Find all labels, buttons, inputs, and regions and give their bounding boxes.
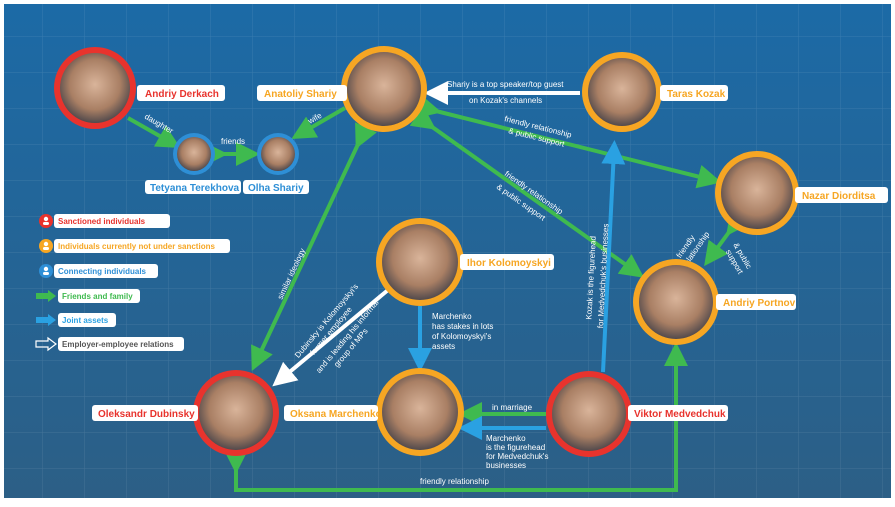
edge-label-kozak-1: Shariy is a top speaker/top guest (447, 80, 564, 89)
legend: Sanctioned individuals Individuals curre… (35, 214, 230, 352)
node-diorditsa[interactable]: Nazar Diorditsa (715, 151, 888, 235)
portrait-photo (382, 224, 458, 300)
portrait-photo (588, 58, 656, 126)
name-label: Olha Shariy (248, 183, 304, 194)
name-label: Oksana Marchenko (290, 409, 382, 420)
edge-label-kozak-2: on Kozak's channels (469, 96, 542, 105)
name-label: Andriy Derkach (145, 89, 219, 100)
legend-employer: Employer-employee relations (35, 336, 184, 352)
legend-label: Connecting individuals (58, 267, 147, 276)
edge-label-friends: friends (221, 137, 245, 146)
legend-joint: Joint assets (36, 313, 116, 327)
legend-connecting: Connecting individuals (39, 264, 158, 278)
node-dubinsky[interactable]: Oleksandr Dubinsky (92, 370, 279, 456)
portrait-photo (552, 377, 626, 451)
edge-label-march-4: assets (432, 342, 455, 351)
node-kozak[interactable]: Taras Kozak (582, 52, 728, 132)
legend-label: Employer-employee relations (62, 340, 174, 349)
node-portnov[interactable]: Andriy Portnov (633, 259, 796, 345)
portrait-photo (261, 137, 295, 171)
node-derkach[interactable]: Andriy Derkach (54, 47, 225, 129)
name-label: Tetyana Terekhova (150, 183, 240, 194)
edge-label-march-2: has stakes in lots (432, 322, 493, 331)
legend-label: Friends and family (62, 292, 133, 301)
node-medvedchuk[interactable]: Viktor Medvedchuk (546, 371, 728, 457)
legend-label: Sanctioned individuals (58, 217, 146, 226)
name-label: Taras Kozak (667, 89, 726, 100)
edge-label-mfig-4: businesses (486, 461, 526, 470)
edge-label-bottom-friendly: friendly relationship (420, 477, 489, 486)
legend-label: Individuals currently not under sanction… (58, 242, 215, 251)
name-label: Anatoliy Shariy (264, 89, 337, 100)
portrait-photo (60, 53, 130, 123)
edge-label-march-3: of Kolomoyskyi's (432, 332, 491, 341)
nodes: Andriy Derkach Anatoliy Shariy Taras Koz… (54, 46, 888, 457)
node-olha[interactable]: Olha Shariy (243, 133, 309, 194)
portrait-photo (347, 52, 421, 126)
edge-label-march-1: Marchenko (432, 312, 472, 321)
portrait-photo (382, 374, 458, 450)
legend-friends: Friends and family (36, 289, 140, 303)
node-shariy[interactable]: Anatoliy Shariy (257, 46, 427, 132)
portrait-photo (721, 157, 793, 229)
name-label: Andriy Portnov (723, 298, 796, 309)
edge-labels: daughter friends wife Shariy is a top sp… (143, 80, 753, 486)
edge-label-mfig-3: for Medvedchuk's (486, 452, 548, 461)
edge-label-in-marriage: in marriage (492, 403, 533, 412)
legend-label: Joint assets (62, 316, 109, 325)
name-label: Viktor Medvedchuk (634, 409, 726, 420)
portrait-photo (199, 376, 273, 450)
legend-not-sanctioned: Individuals currently not under sanction… (39, 239, 230, 253)
node-kolomoyskyi[interactable]: Ihor Kolomoyskyi (376, 218, 554, 306)
edge-label-mfig-2: is the figurehead (486, 443, 545, 452)
legend-sanctioned: Sanctioned individuals (39, 214, 170, 228)
name-label: Oleksandr Dubinsky (98, 409, 195, 420)
edge-label-mfig-1: Marchenko (486, 434, 526, 443)
portrait-photo (177, 137, 211, 171)
node-marchenko[interactable]: Oksana Marchenko (284, 368, 464, 456)
name-label: Nazar Diorditsa (802, 191, 876, 202)
edge-label-kozfig-1: Kozak is the figurehead (584, 236, 597, 320)
name-label: Ihor Kolomoyskyi (467, 258, 551, 269)
portrait-photo (639, 265, 713, 339)
node-terekhova[interactable]: Tetyana Terekhova (145, 133, 241, 194)
